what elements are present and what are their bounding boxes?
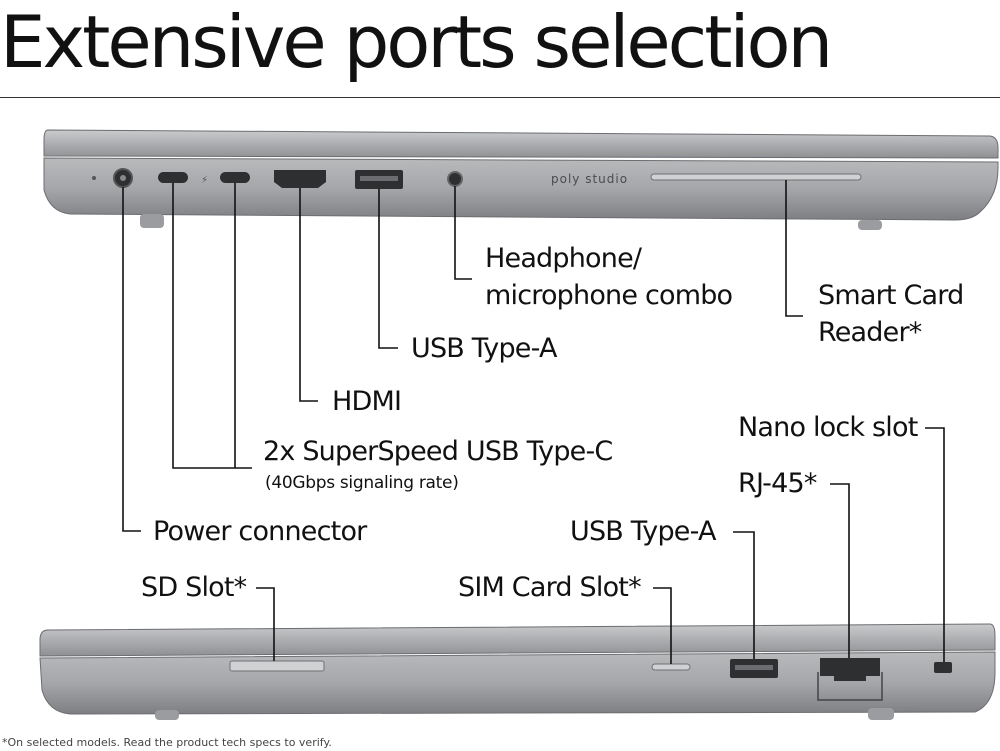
label-rj45: RJ-45* bbox=[738, 468, 817, 499]
rj45-port-icon bbox=[820, 658, 880, 681]
title-divider bbox=[0, 97, 1000, 98]
audio-jack-icon bbox=[447, 171, 463, 187]
rubber-foot bbox=[155, 710, 179, 720]
laptop-right-side bbox=[39, 623, 996, 720]
label-sim-slot: SIM Card Slot* bbox=[458, 572, 642, 603]
label-usb-a-left: USB Type-A bbox=[411, 333, 557, 364]
rubber-foot bbox=[868, 708, 894, 720]
footnote: *On selected models. Read the product te… bbox=[2, 736, 332, 749]
smart-card-slot-icon bbox=[650, 173, 862, 181]
rj45-flap-icon bbox=[817, 672, 883, 701]
rubber-foot bbox=[858, 220, 882, 230]
label-nano-lock: Nano lock slot bbox=[738, 412, 918, 443]
leader-hdmi bbox=[299, 188, 318, 402]
leader-smart-card bbox=[785, 180, 803, 317]
label-smart-card-line1: Smart Card bbox=[818, 280, 964, 311]
status-led bbox=[92, 176, 96, 180]
leader-sd bbox=[256, 587, 275, 661]
label-sd-slot: SD Slot* bbox=[141, 572, 247, 603]
laptop-left-side: ⚡ poly studio bbox=[43, 129, 999, 230]
lock-slot-icon bbox=[934, 662, 952, 673]
label-headphone-line1: Headphone/ bbox=[485, 243, 642, 274]
leader-lines bbox=[122, 180, 945, 664]
leader-usb-c-1 bbox=[172, 183, 252, 469]
leader-rj45 bbox=[830, 483, 850, 658]
leader-power bbox=[122, 187, 141, 532]
label-usb-c-sub: (40Gbps signaling rate) bbox=[265, 473, 459, 493]
leader-usb-a-right bbox=[733, 531, 755, 659]
rubber-foot bbox=[140, 214, 164, 228]
label-usb-a-right: USB Type-A bbox=[570, 516, 716, 547]
label-smart-card-line2: Reader* bbox=[818, 317, 922, 348]
page-title: Extensive ports selection bbox=[0, 0, 833, 84]
label-hdmi: HDMI bbox=[332, 386, 402, 417]
sim-slot-icon bbox=[651, 663, 691, 671]
leader-headphone bbox=[454, 186, 472, 280]
label-usb-c: 2x SuperSpeed USB Type-C bbox=[263, 436, 613, 467]
usb-c-port-icon bbox=[158, 172, 188, 183]
leader-sim bbox=[653, 587, 672, 664]
label-power: Power connector bbox=[153, 516, 367, 547]
leader-usb-a-left bbox=[378, 189, 398, 349]
leader-nano-lock bbox=[925, 427, 945, 662]
label-headphone-line2: microphone combo bbox=[485, 280, 733, 311]
sd-slot-icon bbox=[229, 660, 325, 672]
hdmi-port-icon bbox=[274, 170, 326, 188]
usb-c-port-icon bbox=[220, 172, 250, 183]
brand-logo: poly studio bbox=[551, 172, 628, 186]
thunderbolt-icon: ⚡ bbox=[201, 175, 208, 186]
